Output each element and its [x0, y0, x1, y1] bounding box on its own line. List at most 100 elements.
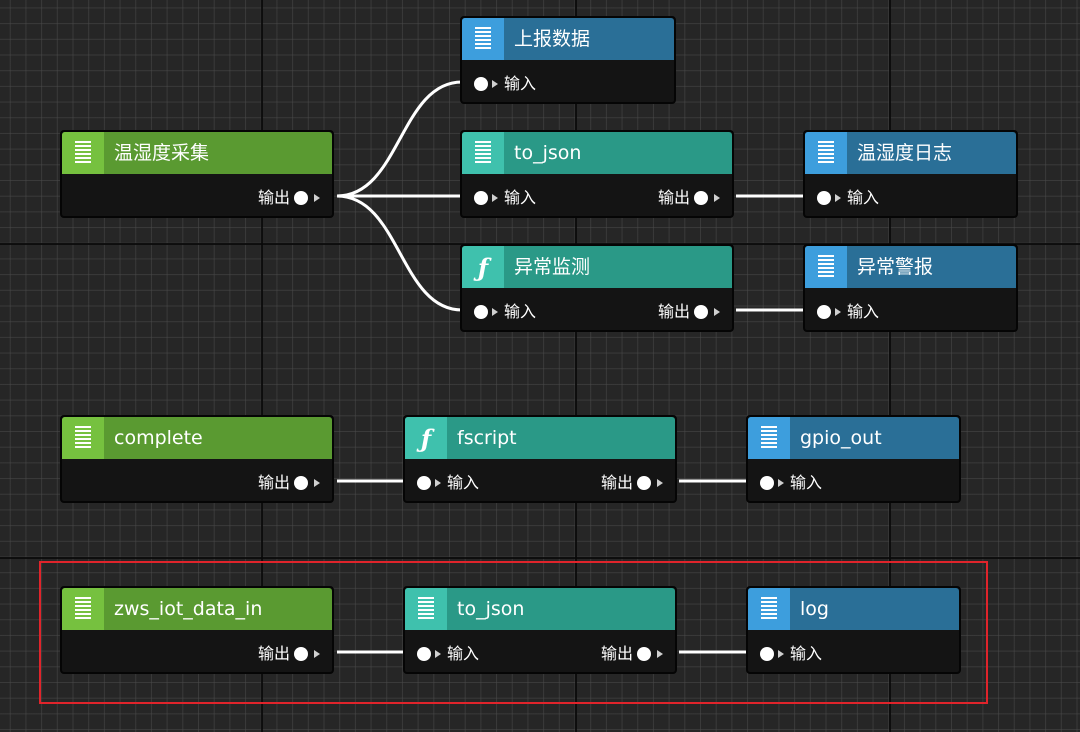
list-icon	[462, 18, 504, 60]
output-arrow-icon	[657, 650, 663, 658]
output-port[interactable]	[294, 647, 308, 661]
node-title: 异常警报	[857, 256, 934, 278]
input-arrow-icon	[492, 308, 498, 316]
output-arrow-icon	[714, 194, 720, 202]
output-arrow-icon	[314, 650, 320, 658]
list-icon	[805, 132, 847, 174]
output-label: 输出	[657, 188, 690, 207]
list-icon	[462, 132, 504, 174]
node-report-data[interactable]: 上报数据 输入	[460, 16, 676, 104]
node-log[interactable]: log 输入	[746, 586, 961, 674]
node-anomaly-alarm[interactable]: 异常警报 输入	[803, 244, 1018, 332]
node-anomaly-detect[interactable]: ƒ 异常监测 输入 输出	[460, 244, 734, 332]
node-title: log	[800, 598, 829, 620]
input-arrow-icon	[835, 194, 841, 202]
input-port[interactable]	[817, 191, 831, 205]
input-arrow-icon	[492, 194, 498, 202]
output-port[interactable]	[294, 476, 308, 490]
input-label: 输入	[790, 473, 823, 492]
node-title: fscript	[457, 427, 517, 449]
output-port[interactable]	[637, 647, 651, 661]
node-title: 异常监测	[514, 256, 591, 278]
list-icon	[748, 417, 790, 459]
input-label: 输入	[447, 644, 480, 663]
input-label: 输入	[504, 74, 537, 93]
node-fscript[interactable]: ƒ fscript 输入 输出	[403, 415, 677, 503]
node-header[interactable]: gpio_out	[748, 417, 959, 459]
node-header[interactable]: ƒ fscript	[405, 417, 675, 459]
node-to-json-2[interactable]: to_json 输入 输出	[403, 586, 677, 674]
node-header[interactable]: 温湿度日志	[805, 132, 1016, 174]
node-title: 上报数据	[514, 28, 591, 50]
list-icon	[748, 588, 790, 630]
output-port[interactable]	[294, 191, 308, 205]
node-title: 温湿度采集	[114, 142, 210, 164]
node-title: to_json	[457, 598, 525, 620]
node-header[interactable]: to_json	[405, 588, 675, 630]
output-label: 输出	[257, 188, 290, 207]
node-title: gpio_out	[800, 427, 882, 449]
input-label: 输入	[847, 188, 880, 207]
output-port[interactable]	[694, 191, 708, 205]
input-port[interactable]	[760, 476, 774, 490]
output-arrow-icon	[314, 194, 320, 202]
node-header[interactable]: 温湿度采集	[62, 132, 332, 174]
node-header[interactable]: log	[748, 588, 959, 630]
input-label: 输入	[847, 302, 880, 321]
node-th-log[interactable]: 温湿度日志 输入	[803, 130, 1018, 218]
output-arrow-icon	[714, 308, 720, 316]
input-port[interactable]	[417, 476, 431, 490]
selection-highlight	[39, 561, 988, 704]
output-label: 输出	[257, 644, 290, 663]
output-port[interactable]	[694, 305, 708, 319]
input-port[interactable]	[817, 305, 831, 319]
list-icon	[405, 588, 447, 630]
node-header[interactable]: ƒ 异常监测	[462, 246, 732, 288]
node-header[interactable]: 上报数据	[462, 18, 674, 60]
input-port[interactable]	[474, 305, 488, 319]
input-label: 输入	[447, 473, 480, 492]
input-port[interactable]	[760, 647, 774, 661]
wire-th-collect-to-anomaly-detect[interactable]	[336, 194, 463, 312]
input-label: 输入	[504, 188, 537, 207]
node-complete[interactable]: complete 输出	[60, 415, 334, 503]
list-icon	[805, 246, 847, 288]
node-header[interactable]: complete	[62, 417, 332, 459]
output-label: 输出	[657, 302, 690, 321]
node-th-collect[interactable]: 温湿度采集 输出	[60, 130, 334, 218]
output-arrow-icon	[314, 479, 320, 487]
output-label: 输出	[257, 473, 290, 492]
output-label: 输出	[600, 473, 633, 492]
input-arrow-icon	[835, 308, 841, 316]
node-header[interactable]: 异常警报	[805, 246, 1016, 288]
output-arrow-icon	[657, 479, 663, 487]
list-icon	[62, 417, 104, 459]
input-port[interactable]	[474, 77, 488, 91]
input-port[interactable]	[417, 647, 431, 661]
input-arrow-icon	[435, 479, 441, 487]
input-label: 输入	[790, 644, 823, 663]
input-label: 输入	[504, 302, 537, 321]
node-title: zws_iot_data_in	[114, 598, 263, 620]
node-gpio-out[interactable]: gpio_out 输入	[746, 415, 961, 503]
input-arrow-icon	[492, 80, 498, 88]
list-icon	[62, 588, 104, 630]
node-zws-iot-data-in[interactable]: zws_iot_data_in 输出	[60, 586, 334, 674]
input-arrow-icon	[778, 479, 784, 487]
input-port[interactable]	[474, 191, 488, 205]
list-icon	[62, 132, 104, 174]
input-arrow-icon	[435, 650, 441, 658]
output-label: 输出	[600, 644, 633, 663]
wire-th-collect-to-report-data[interactable]	[336, 80, 463, 198]
function-icon: ƒ	[462, 246, 504, 288]
node-title: complete	[114, 427, 203, 449]
node-title: 温湿度日志	[857, 142, 953, 164]
output-port[interactable]	[637, 476, 651, 490]
function-icon: ƒ	[405, 417, 447, 459]
node-header[interactable]: zws_iot_data_in	[62, 588, 332, 630]
input-arrow-icon	[778, 650, 784, 658]
node-title: to_json	[514, 142, 582, 164]
node-to-json-1[interactable]: to_json 输入 输出	[460, 130, 734, 218]
node-header[interactable]: to_json	[462, 132, 732, 174]
